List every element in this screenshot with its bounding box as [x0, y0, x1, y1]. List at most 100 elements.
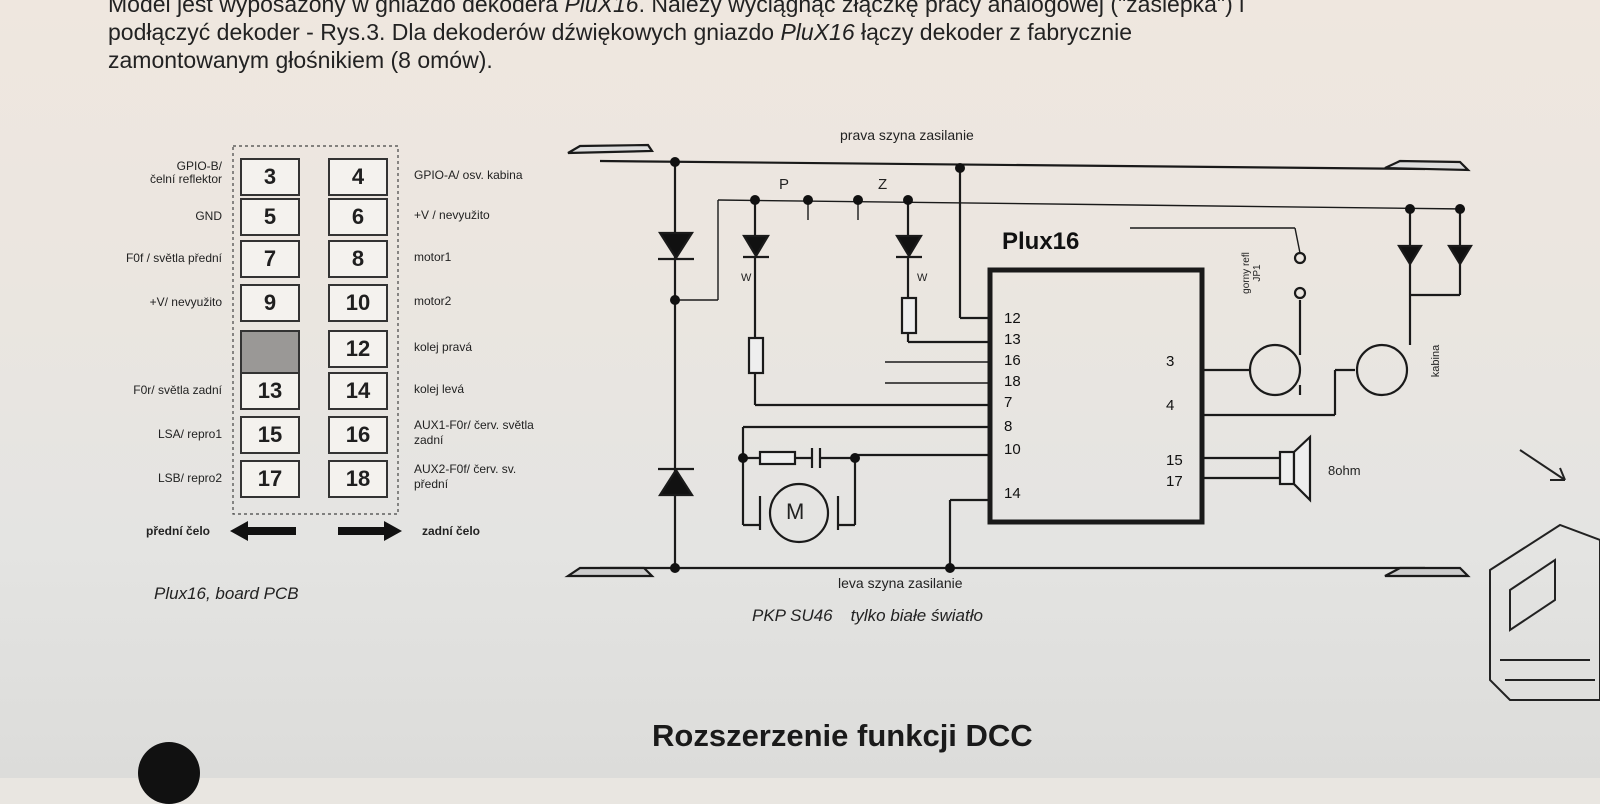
bottom-rail-label: leva szyna zasilanie [838, 575, 963, 591]
led-rear-icon [895, 234, 923, 259]
junction-dot [670, 157, 680, 167]
label-p: P [779, 176, 790, 193]
led-front-icon [742, 234, 770, 259]
junction-dot [803, 195, 813, 205]
transistor-cabin-icon [1355, 343, 1409, 397]
chip-pin-label: 17 [1166, 473, 1183, 490]
pcb-caption: Plux16, board PCB [154, 584, 299, 603]
chip-pin-label: 13 [1004, 331, 1021, 348]
paragraph-line-2: podłączyć dekoder - Rys.3. Dla dekoderów… [108, 18, 1488, 46]
junction-dot [670, 563, 680, 573]
pcb-left-label: GND [195, 209, 222, 223]
chip-pin-label: 14 [1004, 485, 1021, 502]
chip-pin-label: 8 [1004, 418, 1013, 435]
text-run-italic: PluX16 [780, 19, 855, 45]
chip-title: Plux16 [1002, 228, 1080, 255]
motor-label: M [786, 499, 805, 524]
pcb-right-label: kolej levá [414, 382, 465, 396]
rail-end-top-right [1384, 159, 1471, 172]
led-cabin-1-icon [1397, 244, 1423, 267]
chip-pin-label: 10 [1004, 441, 1021, 458]
paragraph-line-1: Model jest wyposażony w gniazdo dekodera… [108, 0, 1488, 18]
junction-dot [850, 453, 860, 463]
text-run: Model jest wyposażony w gniazdo dekodera [108, 0, 565, 17]
pcb-right-label: kolej pravá [414, 340, 473, 354]
text-run: łączy dekoder z fabrycznie [854, 19, 1133, 45]
plux16-chip [987, 267, 1205, 525]
pcb-pin-right: 14 [328, 372, 388, 410]
speaker-label: 8ohm [1328, 463, 1361, 478]
led-cabin-2-icon [1447, 244, 1473, 267]
positive-bus-line [717, 199, 1466, 210]
caption-loco: PKP SU46 [752, 606, 833, 625]
arrow-left-icon [230, 521, 296, 541]
pcb-right-label: AUX1-F0r/ červ. světla zadní [414, 418, 534, 447]
pcb-pin-left: 5 [240, 198, 300, 236]
diode-top-icon [657, 231, 695, 261]
pcb-pin-right: 8 [328, 240, 388, 278]
chip-pin-label: 3 [1166, 353, 1175, 370]
chip-pin-label: 15 [1166, 452, 1183, 469]
junction-dot [945, 563, 955, 573]
junction-dot [670, 295, 680, 305]
pcb-pin-right: 6 [328, 198, 388, 236]
jumper-label: gorny refl JP1 [1241, 252, 1263, 294]
label-w2: W [917, 272, 928, 284]
rail-end-top-left [567, 143, 655, 155]
pcb-dashed-border [232, 145, 399, 515]
label-w1: W [741, 272, 752, 284]
junction-dot [1405, 204, 1415, 214]
pcb-pin-left: 13 [240, 372, 300, 410]
pcb-right-label: motor2 [414, 294, 452, 308]
pcb-left-label: LSB/ repro2 [157, 471, 222, 485]
pcb-pin-left: 3 [240, 158, 300, 196]
junction-dot [1455, 204, 1465, 214]
list-bullet-icon [138, 742, 200, 804]
motor-icon [768, 482, 830, 544]
pcb-pin-left: 9 [240, 284, 300, 322]
chip-pin-label: 4 [1166, 397, 1175, 414]
pcb-left-label: LSA/ repro1 [157, 427, 222, 441]
pcb-left-label: GPIO-B/ čelní reflektor [149, 159, 222, 186]
pcb-pin-left: 15 [240, 416, 300, 454]
pcb-right-label: +V / nevyužito [414, 208, 490, 222]
paragraph-line-3: zamontowanym głośnikiem (8 omów). [108, 47, 493, 73]
pcb-pin-left: 17 [240, 460, 300, 498]
jumper-pin-top [1293, 251, 1307, 265]
pcb-pin-left: 7 [240, 240, 300, 278]
pcb-left-label: F0r/ světla zadní [133, 383, 222, 397]
rail-end-bottom-right [1384, 566, 1471, 578]
pcb-left-label: F0f / světla přední [125, 251, 222, 265]
intro-paragraph: Model jest wyposażony w gniazdo dekodera… [108, 0, 1488, 74]
section-heading: Rozszerzenie funkcji DCC [652, 718, 1033, 753]
resistor-p [747, 336, 765, 375]
diode-bottom-icon [657, 467, 695, 497]
junction-dot [750, 195, 760, 205]
arrow-right-icon [338, 521, 402, 541]
cabin-label: kabina [1430, 344, 1443, 378]
junction-dot [853, 195, 863, 205]
caption-light: tylko białe światło [850, 606, 983, 625]
chip-pin-label: 7 [1004, 394, 1013, 411]
top-rail-line [599, 159, 1426, 171]
chip-pin-label: 12 [1004, 310, 1021, 327]
wiring-schematic [564, 143, 1473, 578]
pcb-right-label: AUX2-F0f/ červ. sv. přední [414, 462, 517, 491]
pcb-pin-right: 10 [328, 284, 388, 322]
label-z: Z [878, 176, 888, 193]
junction-dot [955, 163, 965, 173]
front-end-label: přední čelo [145, 524, 210, 538]
junction-dot [738, 453, 748, 463]
junction-dot [903, 195, 913, 205]
schematic-caption: PKP SU46 tylko białe światło [752, 606, 983, 626]
locomotive-sketch-icon [1489, 449, 1600, 701]
pcb-right-label: GPIO-A/ osv. kabina [414, 168, 523, 182]
pcb-pin-right: 12 [328, 330, 388, 368]
pcb-pin-right: 4 [328, 158, 388, 196]
pcb-left-label: +V/ nevyužito [149, 295, 222, 309]
speaker-icon [1278, 450, 1296, 486]
rail-end-bottom-left [564, 566, 655, 578]
jumper-pin-bottom [1293, 286, 1307, 300]
chip-pin-label: 16 [1004, 352, 1021, 369]
motor-resistor [758, 450, 797, 466]
